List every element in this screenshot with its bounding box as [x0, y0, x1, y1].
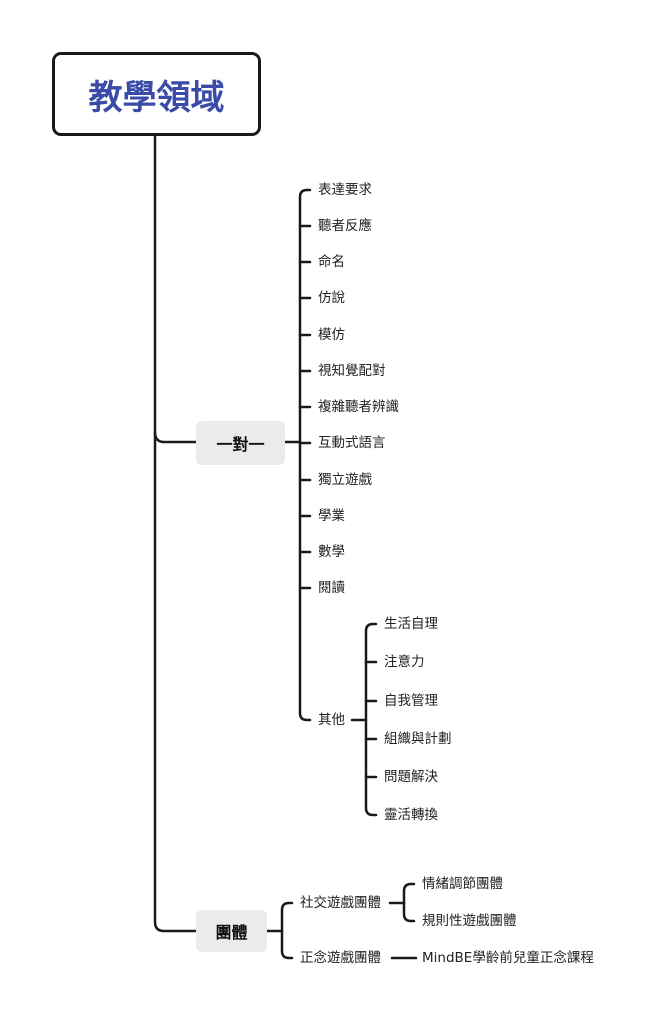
leaf-node[interactable]: 學業 — [318, 508, 345, 524]
leaf-node[interactable]: 情緒調節團體 — [422, 876, 503, 892]
leaf-node[interactable]: 注意力 — [384, 654, 425, 670]
leaf-node[interactable]: 自我管理 — [384, 693, 438, 709]
branch-label: 一對一 — [216, 435, 265, 454]
leaf-node[interactable]: 獨立遊戲 — [318, 472, 372, 488]
leaf-node[interactable]: 組織與計劃 — [384, 731, 452, 747]
branch-label: 團體 — [215, 923, 248, 942]
leaf-node[interactable]: 視知覺配對 — [318, 363, 386, 379]
mindfulness-group-node[interactable]: 正念遊戲團體 — [300, 950, 381, 966]
leaf-node[interactable]: 靈活轉換 — [384, 807, 438, 823]
leaf-node[interactable]: 仿說 — [318, 290, 345, 306]
leaf-node[interactable]: 模仿 — [318, 327, 345, 343]
root-title: 教學領域 — [88, 77, 225, 118]
leaf-node[interactable]: MindBE學齡前兒童正念課程 — [422, 950, 594, 966]
leaf-node[interactable]: 聽者反應 — [318, 218, 372, 234]
social-play-group-node[interactable]: 社交遊戲團體 — [300, 895, 381, 911]
root-node[interactable]: 教學領域 — [52, 52, 261, 136]
branch-group[interactable]: 團體 — [196, 910, 267, 952]
leaf-node[interactable]: 數學 — [318, 544, 345, 560]
leaf-node[interactable]: 互動式語言 — [318, 435, 386, 451]
leaf-node[interactable]: 表達要求 — [318, 182, 372, 198]
leaf-node[interactable]: 規則性遊戲團體 — [422, 913, 517, 929]
other-node[interactable]: 其他 — [318, 712, 345, 728]
leaf-node[interactable]: 複雜聽者辨識 — [318, 399, 399, 415]
leaf-node[interactable]: 生活自理 — [384, 616, 438, 632]
leaf-node[interactable]: 閱讀 — [318, 580, 345, 596]
leaf-node[interactable]: 命名 — [318, 254, 345, 270]
branch-one-on-one[interactable]: 一對一 — [196, 421, 285, 465]
leaf-node[interactable]: 問題解決 — [384, 769, 438, 785]
